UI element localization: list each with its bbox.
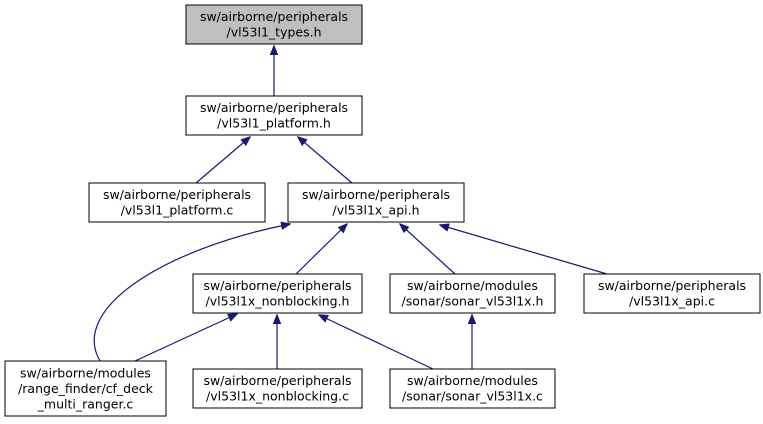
edges-layer <box>93 46 608 370</box>
node-api-c[interactable]: sw/airborne/peripherals/vl53l1x_api.c <box>583 273 761 314</box>
node-label-line: /vl53l1_types.h <box>227 25 322 40</box>
node-label-line: _multi_ranger.c <box>37 396 134 411</box>
node-box <box>389 368 556 409</box>
node-label-line: sw/airborne/peripherals <box>598 278 746 293</box>
edge-nonblocking-h-to-api-h <box>295 224 347 275</box>
node-label-line: sw/airborne/peripherals <box>103 187 251 202</box>
node-label-line: sw/airborne/peripherals <box>203 373 351 388</box>
node-label-line: /vl53l1x_api.c <box>629 294 715 309</box>
node-label-line: /range_finder/cf_deck <box>18 381 154 396</box>
node-box <box>287 182 465 223</box>
node-box <box>389 273 556 314</box>
node-nonblocking-h[interactable]: sw/airborne/peripherals/vl53l1x_nonblock… <box>192 273 363 314</box>
node-platform-h[interactable]: sw/airborne/peripherals/vl53l1_platform.… <box>185 95 363 136</box>
node-label-line: /sonar/sonar_vl53l1x.c <box>402 389 543 404</box>
node-box <box>88 182 266 223</box>
node-sonar-h[interactable]: sw/airborne/modules/sonar/sonar_vl53l1x.… <box>389 273 556 314</box>
node-label-line: /vl53l1_platform.h <box>217 116 331 131</box>
edge-api-c-to-api-h <box>440 225 608 275</box>
edge-sonar-c-to-nonblocking-h <box>319 315 434 370</box>
node-label-line: sw/airborne/peripherals <box>302 187 450 202</box>
node-box <box>583 273 761 314</box>
node-label-line: sw/airborne/modules <box>407 278 538 293</box>
node-label-line: sw/airborne/peripherals <box>203 278 351 293</box>
edge-sonar-h-to-api-h <box>400 224 456 275</box>
node-label-line: sw/airborne/modules <box>20 365 151 380</box>
node-multi-ranger-c[interactable]: sw/airborne/modules/range_finder/cf_deck… <box>4 360 167 417</box>
node-box <box>185 4 363 45</box>
edge-multi-ranger-c-to-nonblocking-h <box>134 314 237 362</box>
node-label-line: /vl53l1x_nonblocking.h <box>206 294 350 309</box>
node-api-h[interactable]: sw/airborne/peripherals/vl53l1x_api.h <box>287 182 465 223</box>
node-box <box>192 368 363 409</box>
node-label-line: /vl53l1x_nonblocking.c <box>206 389 349 404</box>
edge-multi-ranger-c-to-api-h <box>93 224 290 362</box>
node-label-line: sw/airborne/modules <box>407 373 538 388</box>
node-types-h[interactable]: sw/airborne/peripherals/vl53l1_types.h <box>185 4 363 45</box>
node-box <box>185 95 363 136</box>
node-nonblocking-c[interactable]: sw/airborne/peripherals/vl53l1x_nonblock… <box>192 368 363 409</box>
node-box <box>192 273 363 314</box>
edge-platform-c-to-platform-h <box>195 137 250 184</box>
node-label-line: /sonar/sonar_vl53l1x.h <box>402 294 544 309</box>
node-label-line: sw/airborne/peripherals <box>200 9 348 24</box>
node-label-line: /vl53l1_platform.c <box>121 203 234 218</box>
node-sonar-c[interactable]: sw/airborne/modules/sonar/sonar_vl53l1x.… <box>389 368 556 409</box>
edge-api-h-to-platform-h <box>298 137 353 184</box>
nodes-layer: sw/airborne/peripherals/vl53l1_types.hsw… <box>4 4 761 417</box>
node-label-line: sw/airborne/peripherals <box>200 100 348 115</box>
node-platform-c[interactable]: sw/airborne/peripherals/vl53l1_platform.… <box>88 182 266 223</box>
node-box <box>4 360 167 417</box>
node-label-line: /vl53l1x_api.h <box>332 203 419 218</box>
